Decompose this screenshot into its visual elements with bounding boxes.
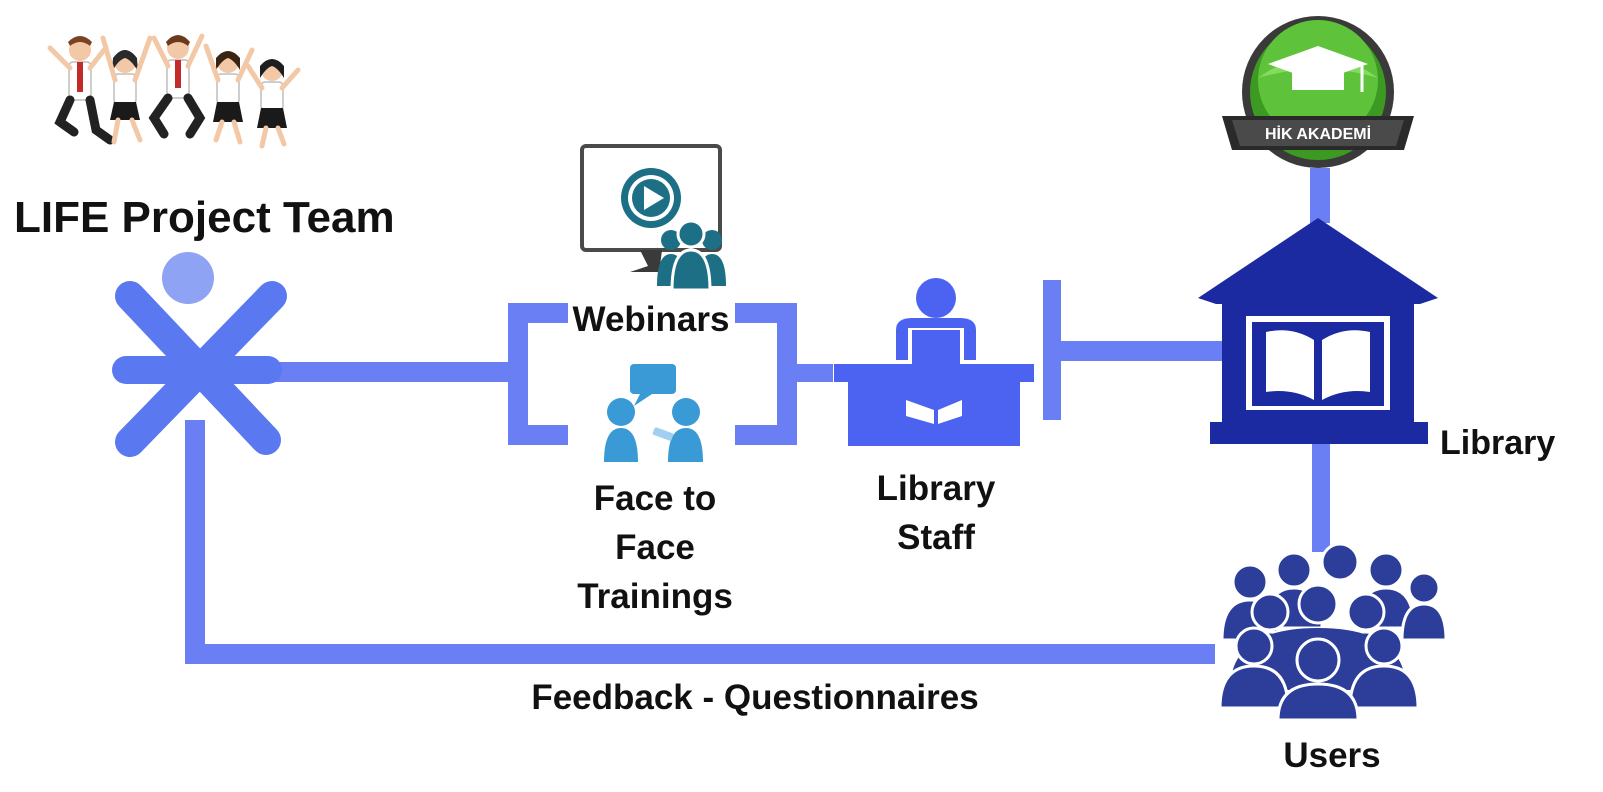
face-to-face-label: Face to Face Trainings — [560, 474, 750, 621]
library-to-users-line — [1312, 442, 1330, 552]
users-crowd-icon — [1218, 542, 1448, 722]
team-member-3 — [148, 33, 206, 139]
project-team-figure-icon — [112, 252, 287, 457]
hik-akademi-badge-icon: HİK AKADEMİ — [1222, 16, 1414, 168]
library-label: Library — [1440, 424, 1556, 462]
feedback-label: Feedback - Questionnaires — [531, 678, 979, 717]
figure-head — [162, 252, 214, 304]
users-label: Users — [1283, 736, 1381, 775]
library-staff-line-2: Staff — [897, 518, 975, 557]
face-to-face-line-1: Face to — [593, 479, 717, 518]
library-post — [1043, 280, 1061, 420]
right-bracket-spine — [777, 303, 797, 445]
face-to-face-icon — [604, 364, 703, 462]
connectors — [185, 168, 1330, 664]
bracket-to-staff-line — [795, 364, 833, 382]
badge-text: HİK AKADEMİ — [1265, 125, 1371, 143]
left-bracket-spine — [508, 303, 528, 445]
team-member-5 — [245, 59, 301, 149]
webinars-label: Webinars — [572, 300, 730, 339]
feedback-vertical-line — [185, 420, 205, 664]
badge-to-library-line — [1310, 168, 1330, 223]
face-to-face-line-3: Trainings — [577, 577, 733, 616]
library-staff-icon — [834, 278, 1034, 446]
library-building-icon — [1198, 218, 1438, 444]
team-member-4 — [203, 43, 255, 145]
webinar-icon — [580, 144, 726, 292]
staff-to-library-line — [1058, 341, 1224, 361]
library-staff-line-1: Library — [876, 469, 996, 508]
feedback-horizontal-line — [185, 644, 1215, 664]
team-photo-icon — [47, 33, 301, 149]
team-member-1 — [47, 36, 115, 145]
face-to-face-line-2: Face — [615, 528, 695, 567]
team-to-bracket-line — [255, 362, 517, 382]
project-team-title: LIFE Project Team — [14, 193, 395, 242]
library-staff-label: Library Staff — [856, 464, 1016, 562]
team-member-2 — [100, 35, 153, 145]
